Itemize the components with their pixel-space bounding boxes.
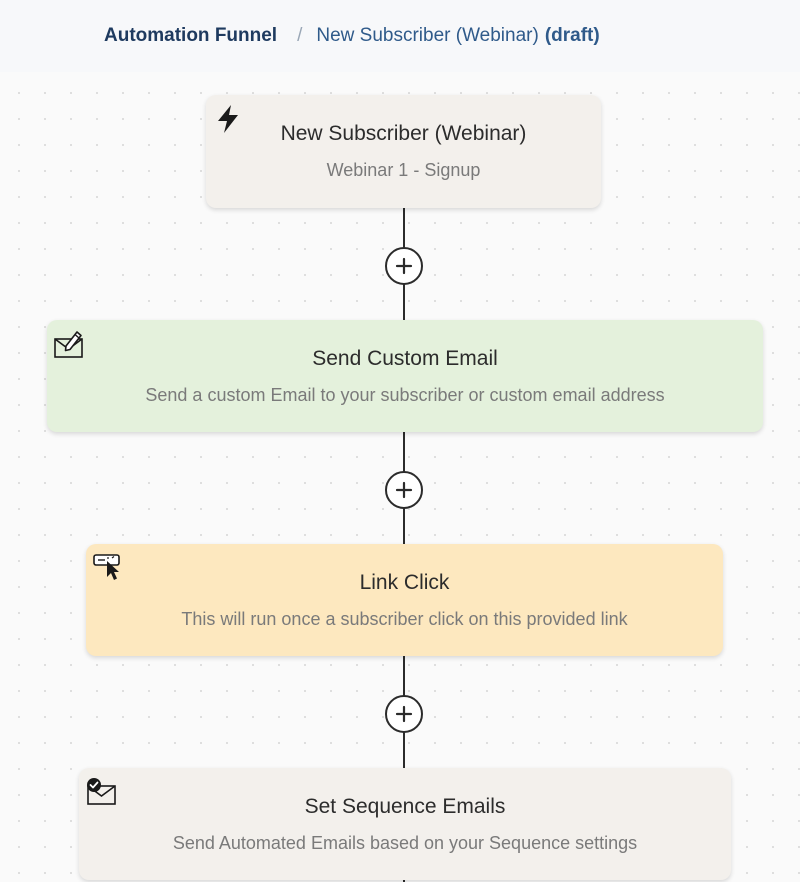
- plus-icon: [395, 705, 413, 723]
- node-title: Send Custom Email: [312, 347, 498, 370]
- node-title: New Subscriber (Webinar): [280, 122, 527, 145]
- email-edit-icon: [53, 328, 85, 360]
- add-step-button[interactable]: [385, 695, 423, 733]
- breadcrumb-current: New Subscriber (Webinar): [316, 25, 539, 46]
- breadcrumb: Automation Funnel / New Subscriber (Webi…: [0, 0, 800, 72]
- draft-status-label: (draft): [544, 25, 600, 46]
- action-node-set-sequence-emails[interactable]: Set Sequence Emails Send Automated Email…: [79, 768, 731, 880]
- flow-connector: [403, 880, 405, 882]
- email-check-icon: [85, 776, 117, 808]
- node-title: Link Click: [359, 571, 450, 594]
- node-subtitle: Webinar 1 - Signup: [326, 160, 481, 180]
- trigger-node-new-subscriber[interactable]: New Subscriber (Webinar) Webinar 1 - Sig…: [206, 95, 601, 208]
- add-step-button[interactable]: [385, 471, 423, 509]
- trigger-node-link-click[interactable]: Link Click This will run once a subscrib…: [86, 544, 723, 656]
- action-node-send-custom-email[interactable]: Send Custom Email Send a custom Email to…: [47, 320, 763, 432]
- plus-icon: [395, 481, 413, 499]
- add-step-button[interactable]: [385, 247, 423, 285]
- node-subtitle: This will run once a subscriber click on…: [181, 609, 628, 629]
- node-title: Set Sequence Emails: [304, 795, 506, 818]
- breadcrumb-separator: /: [297, 25, 303, 46]
- link-click-icon: [92, 552, 124, 584]
- node-subtitle: Send Automated Emails based on your Sequ…: [172, 833, 638, 853]
- breadcrumb-root-link[interactable]: Automation Funnel: [104, 25, 278, 46]
- lightning-bolt-icon: [212, 103, 244, 135]
- node-subtitle: Send a custom Email to your subscriber o…: [145, 385, 665, 405]
- plus-icon: [395, 257, 413, 275]
